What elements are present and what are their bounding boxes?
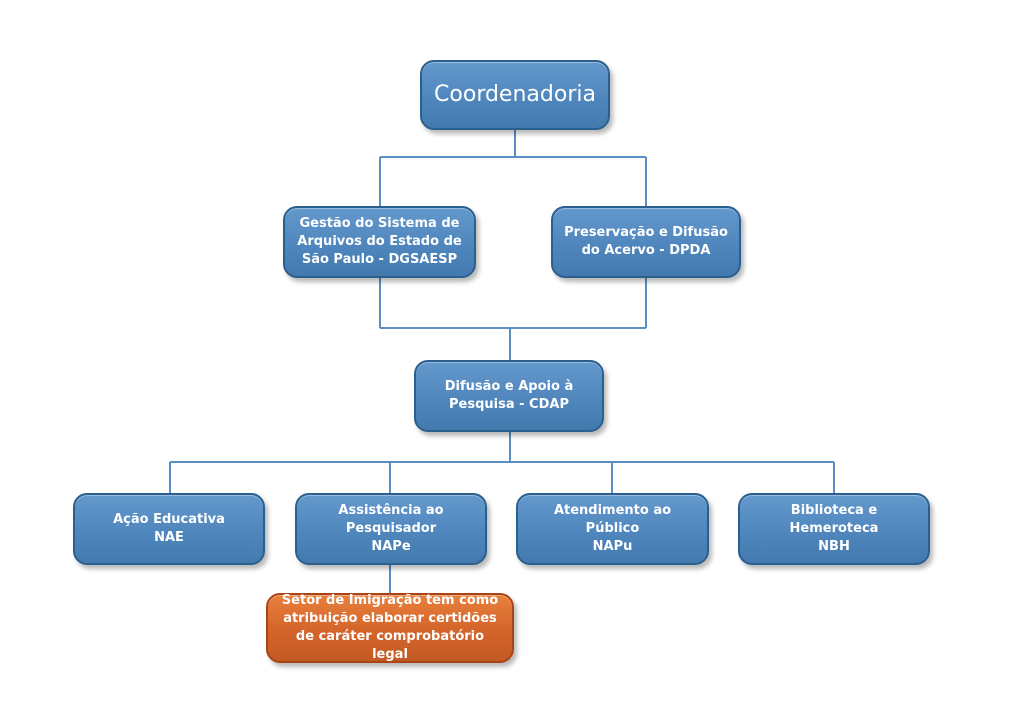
node-coordenadoria-label: Coordenadoria: [434, 82, 596, 107]
node-nae: Ação Educativa NAE: [73, 493, 265, 565]
node-napu-label: Atendimento ao Público NAPu: [553, 503, 672, 554]
node-nae-label: Ação Educativa NAE: [113, 512, 225, 545]
node-dgsaesp-label: Gestão do Sistema de Arquivos do Estado …: [297, 216, 462, 267]
node-imigracao-label: Setor de Imigração tem como atribuição e…: [281, 593, 499, 662]
node-imigracao: Setor de Imigração tem como atribuição e…: [266, 593, 514, 663]
node-nbh-label: Biblioteca e Hemeroteca NBH: [789, 503, 879, 554]
node-coordenadoria: Coordenadoria: [420, 60, 610, 130]
node-nape-label: Assistência ao Pesquisador NAPe: [338, 503, 444, 554]
node-cdap-label: Difusão e Apoio à Pesquisa - CDAP: [444, 379, 574, 412]
node-nape: Assistência ao Pesquisador NAPe: [295, 493, 487, 565]
node-dgsaesp: Gestão do Sistema de Arquivos do Estado …: [283, 206, 476, 278]
node-dpda-label: Preservação e Difusão do Acervo - DPDA: [564, 225, 728, 258]
node-cdap: Difusão e Apoio à Pesquisa - CDAP: [414, 360, 604, 432]
node-napu: Atendimento ao Público NAPu: [516, 493, 709, 565]
node-dpda: Preservação e Difusão do Acervo - DPDA: [551, 206, 741, 278]
node-nbh: Biblioteca e Hemeroteca NBH: [738, 493, 930, 565]
